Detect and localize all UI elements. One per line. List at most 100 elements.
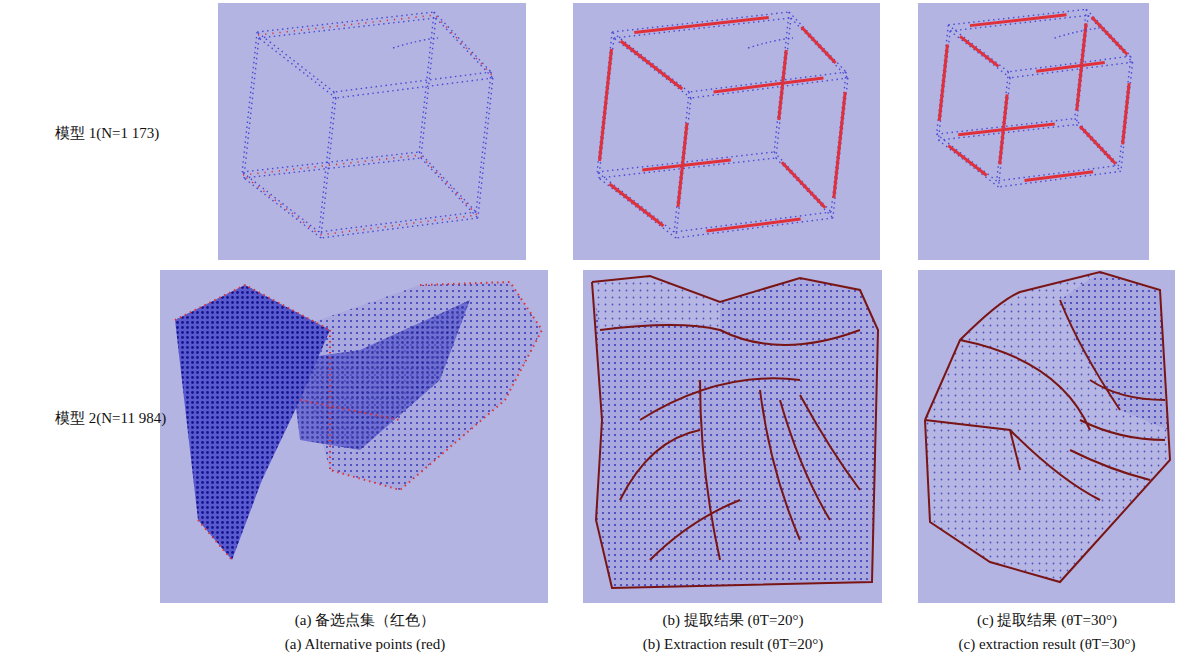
- point-row: [257, 32, 334, 92]
- point-row: [614, 18, 791, 38]
- point-row: [244, 38, 259, 178]
- point-row: [334, 72, 491, 92]
- point-row: [599, 158, 776, 178]
- extracted-edge: [1123, 83, 1130, 144]
- point-row: [612, 32, 689, 92]
- extracted-edge: [801, 27, 835, 63]
- point-surface: [592, 276, 878, 588]
- point-row: [950, 31, 1010, 78]
- point-row: [597, 172, 674, 232]
- point-row: [774, 12, 789, 152]
- point-row: [676, 218, 833, 238]
- point-row: [938, 31, 950, 140]
- point-row: [748, 38, 793, 48]
- point-row: [1075, 119, 1119, 166]
- point-row: [691, 78, 848, 98]
- panel-caption: (b) 提取结果 (θT=20°): [663, 611, 804, 629]
- point-row: [597, 32, 612, 172]
- extracted-edge: [621, 41, 683, 89]
- extracted-edge: [782, 162, 825, 208]
- point-row: [436, 18, 493, 78]
- extracted-edge: [1092, 17, 1128, 54]
- candidate-points: [175, 282, 542, 560]
- point-row: [421, 158, 478, 218]
- point-row: [599, 38, 614, 178]
- point-row: [599, 178, 676, 238]
- point-row: [789, 12, 846, 72]
- extracted-edge: [779, 50, 787, 120]
- point-row: [244, 158, 421, 178]
- extracted-edge: [970, 15, 1067, 26]
- extracted-edge: [939, 44, 947, 120]
- point-row: [948, 25, 1008, 72]
- point-row: [419, 152, 476, 212]
- extracted-edge: [634, 17, 769, 32]
- point-row: [478, 78, 493, 218]
- extracted-edge: [960, 36, 998, 66]
- point-row: [676, 98, 691, 238]
- point-surface: [290, 300, 470, 450]
- point-row: [321, 98, 336, 238]
- point-row: [1055, 28, 1100, 38]
- point-row: [937, 134, 997, 181]
- extracted-curve: [592, 276, 878, 588]
- extracted-edge: [834, 92, 845, 198]
- point-row: [244, 178, 321, 238]
- point-row: [1119, 56, 1131, 165]
- extracted-edge: [1080, 126, 1116, 163]
- point-row: [614, 38, 691, 98]
- candidate-points: [243, 15, 492, 235]
- extracted-edge: [1036, 63, 1105, 72]
- image-panel: [918, 3, 1149, 260]
- extracted-edge: [610, 184, 664, 226]
- image-panel: [160, 270, 548, 603]
- point-row: [998, 78, 1010, 187]
- point-row: [319, 212, 476, 232]
- image-panel: [918, 270, 1175, 603]
- row-label: 模型 2(N=11 984): [55, 409, 166, 427]
- point-row: [319, 92, 334, 232]
- panel-caption: (c) 提取结果 (θT=30°): [977, 611, 1117, 629]
- point-row: [1088, 15, 1132, 62]
- extracted-edge: [958, 124, 1055, 135]
- point-row: [257, 12, 434, 32]
- point-row: [597, 152, 774, 172]
- point-row: [938, 140, 998, 187]
- point-row: [259, 18, 436, 38]
- point-row: [997, 72, 1009, 181]
- row-label: 模型 1(N=1 173): [55, 124, 159, 142]
- point-row: [833, 78, 848, 218]
- extracted-edge: [714, 78, 824, 92]
- point-row: [393, 38, 438, 48]
- point-row: [997, 165, 1119, 181]
- point-row: [1076, 15, 1088, 124]
- extracted-edge: [948, 146, 986, 176]
- point-row: [674, 212, 831, 232]
- point-surface: [290, 282, 542, 490]
- point-row: [434, 12, 491, 72]
- point-row: [791, 18, 848, 78]
- point-row: [321, 218, 478, 238]
- panel-caption: (a) 备选点集（红色）: [295, 611, 435, 629]
- point-row: [242, 172, 319, 232]
- point-row: [1076, 125, 1120, 172]
- point-row: [937, 25, 949, 134]
- point-row: [1121, 62, 1133, 171]
- point-row: [950, 15, 1088, 31]
- extracted-edge: [642, 160, 731, 170]
- panel-caption: (a) Alternative points (red): [285, 635, 445, 653]
- point-row: [938, 125, 1076, 141]
- point-row: [242, 152, 419, 172]
- extracted-edge: [706, 219, 800, 231]
- image-panel: [218, 3, 526, 260]
- extracted-edge: [1077, 23, 1086, 110]
- point-row: [259, 38, 336, 98]
- point-surface: [925, 272, 1170, 582]
- point-row: [1008, 56, 1130, 72]
- extracted-edge: [678, 123, 687, 207]
- point-row: [998, 171, 1120, 187]
- point-row: [774, 152, 831, 212]
- extracted-edge: [600, 49, 612, 161]
- panel-caption: (b) Extraction result (θT=20°): [643, 635, 823, 653]
